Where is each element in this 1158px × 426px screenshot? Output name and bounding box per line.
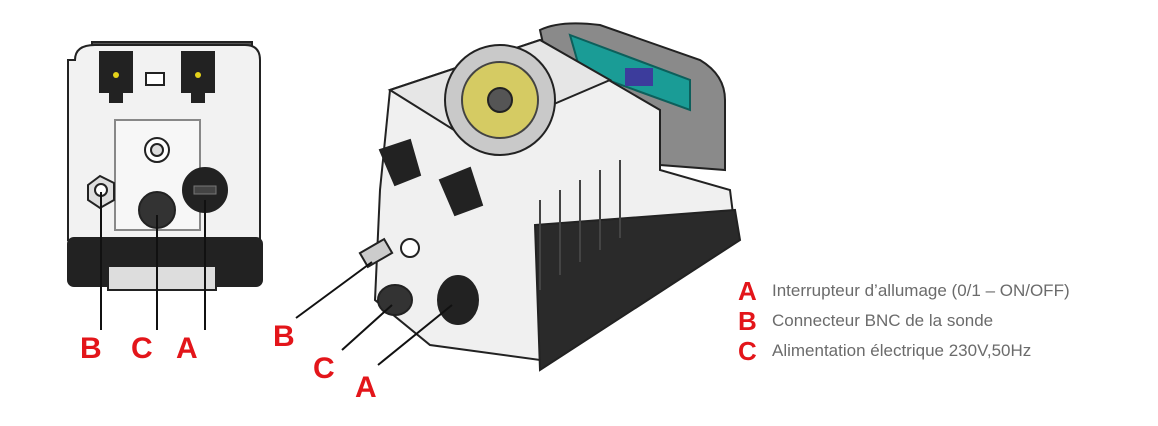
legend-text: Interrupteur d’allumage (0/1 – ON/OFF) [772, 281, 1070, 300]
legend-letter: B [738, 305, 757, 336]
legend-letter: A [738, 275, 757, 306]
legend: A Interrupteur d’allumage (0/1 – ON/OFF)… [738, 276, 1070, 366]
iso-view-pump [358, 22, 742, 372]
legend-letter: C [738, 335, 757, 366]
iso-callout-c: C [313, 352, 335, 385]
legend-text: Alimentation électrique 230V,50Hz [772, 341, 1032, 360]
legend-item-b: B Connecteur BNC de la sonde [738, 306, 1070, 336]
legend-text: Connecteur BNC de la sonde [772, 311, 994, 330]
front-callout-b: B [80, 332, 102, 365]
legend-item-a: A Interrupteur d’allumage (0/1 – ON/OFF) [738, 276, 1070, 306]
front-view-callout-lines [100, 192, 206, 330]
iso-callout-b: B [273, 320, 295, 353]
front-callout-a: A [176, 332, 198, 365]
legend-item-c: C Alimentation électrique 230V,50Hz [738, 336, 1070, 366]
front-view-pump [67, 41, 263, 291]
iso-callout-a: A [355, 371, 377, 404]
iso-view-callout-lines [295, 261, 453, 366]
front-callout-c: C [131, 332, 153, 365]
